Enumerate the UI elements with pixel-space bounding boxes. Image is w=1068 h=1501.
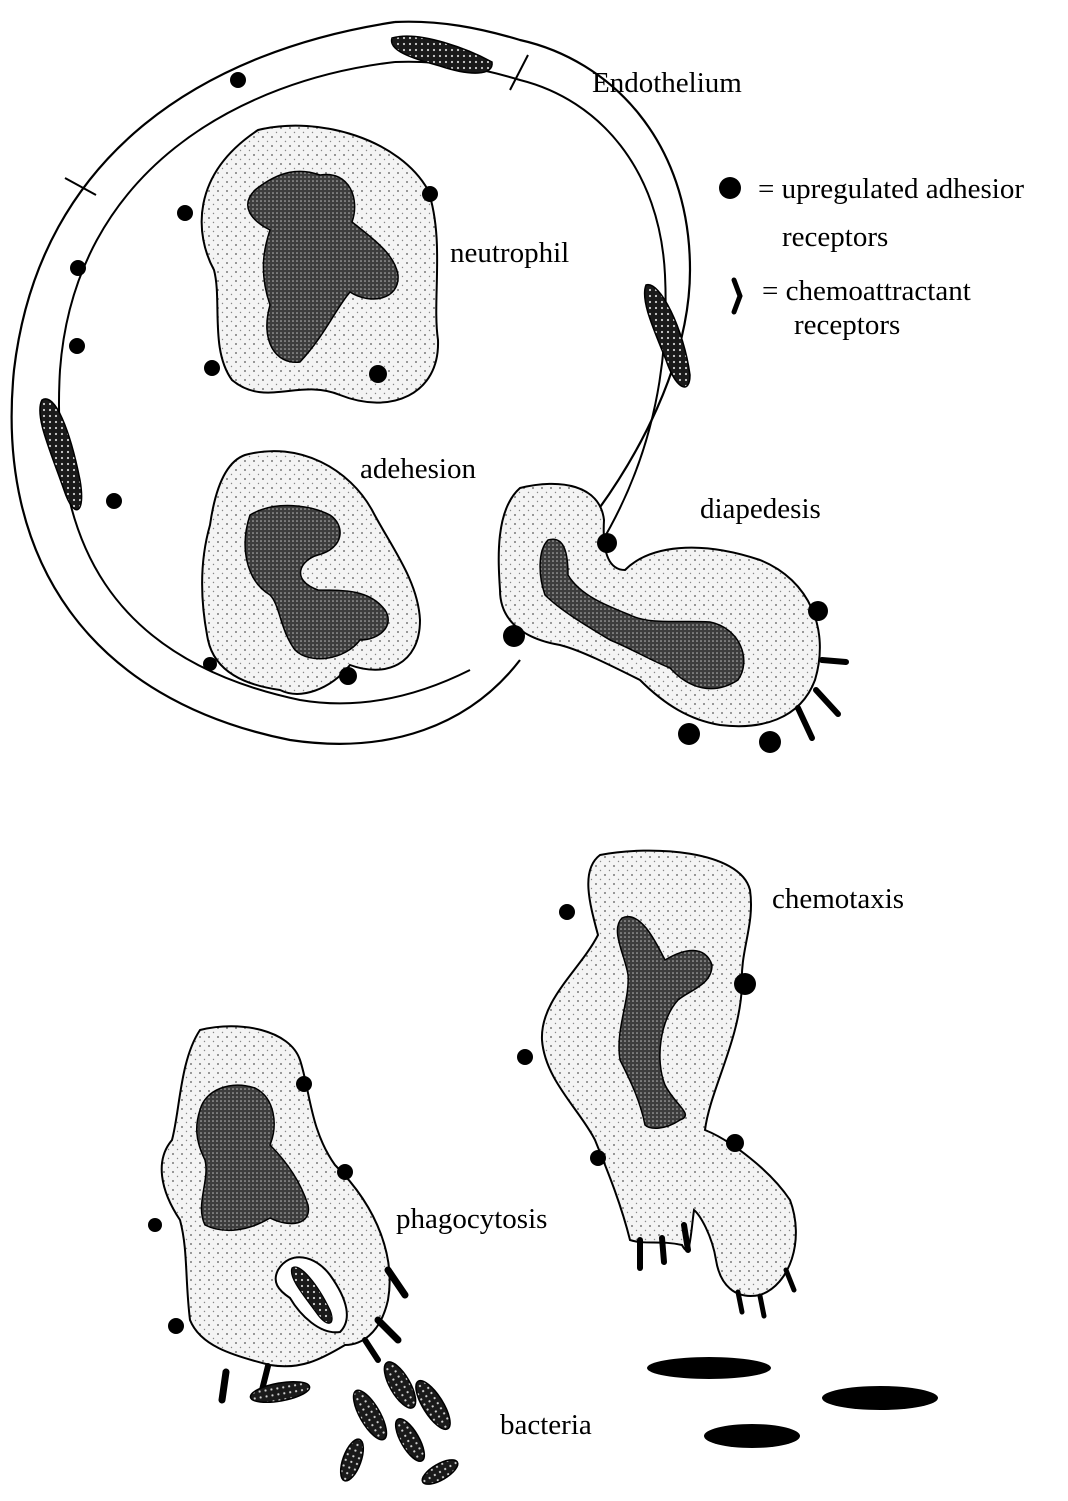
adhesion-receptor-dot xyxy=(70,260,86,276)
adhesion-receptor-dot xyxy=(148,1218,162,1232)
adhesion-receptor-dot xyxy=(230,72,246,88)
neutrophil-chemotaxis xyxy=(517,851,796,1316)
adhesion-receptor-dot xyxy=(517,1049,533,1065)
bacterium xyxy=(378,1357,421,1412)
label-adhesion: adehesion xyxy=(360,453,476,485)
endothelial-cell-nucleus xyxy=(392,36,493,73)
bacteria-cluster xyxy=(249,1357,938,1489)
neutrophil-phagocytosis xyxy=(148,1026,405,1400)
legend-adhesion-line2: receptors xyxy=(782,221,888,253)
adhesion-receptor-dot xyxy=(590,1150,606,1166)
adhesion-receptor-dot xyxy=(203,657,217,671)
chemoattractant-receptor xyxy=(222,1372,226,1400)
chemoattractant-receptor xyxy=(684,1225,688,1250)
adhesion-receptor-dot xyxy=(69,338,85,354)
legend: = upregulated adhesior receptors = chemo… xyxy=(719,173,1024,341)
label-bacteria: bacteria xyxy=(500,1409,592,1441)
chemoattractant-receptor xyxy=(378,1320,398,1340)
chemoattractant-receptor-legend-icon xyxy=(734,280,740,312)
bacterium xyxy=(419,1455,462,1489)
bacterium xyxy=(390,1415,430,1466)
adhesion-receptor-dot xyxy=(422,186,438,202)
adhesion-receptor-dot xyxy=(597,533,617,553)
adhesion-receptor-dot xyxy=(177,205,193,221)
adhesion-receptor-dot xyxy=(808,601,828,621)
chemoattractant-receptor xyxy=(760,1296,764,1316)
bacterium xyxy=(249,1378,311,1406)
endothelial-cell-junction xyxy=(510,55,528,90)
bacterium xyxy=(822,1386,938,1410)
legend-adhesion-line1: = upregulated adhesior xyxy=(758,173,1024,205)
adhesion-receptor-dot xyxy=(503,625,525,647)
chemoattractant-receptor xyxy=(816,690,838,714)
adhesion-receptor-dot xyxy=(106,493,122,509)
adhesion-receptor-dot xyxy=(734,973,756,995)
bacterium xyxy=(347,1386,392,1444)
label-chemotaxis: chemotaxis xyxy=(772,883,904,915)
adhesion-receptor-dot xyxy=(204,360,220,376)
chemoattractant-receptor xyxy=(786,1270,794,1290)
chemoattractant-receptor xyxy=(365,1340,378,1360)
adhesion-receptor-dot xyxy=(678,723,700,745)
neutrophil-adhesion xyxy=(202,451,420,694)
label-neutrophil: neutrophil xyxy=(450,237,569,269)
bacterium xyxy=(704,1424,800,1448)
endothelial-cell-nucleus xyxy=(40,399,82,510)
label-phagocytosis: phagocytosis xyxy=(396,1203,547,1235)
endothelial-cell-nucleus xyxy=(645,285,690,387)
bacterium xyxy=(410,1376,457,1434)
legend-chemo-line1: = chemoattractant xyxy=(762,275,971,307)
adhesion-receptor-dot xyxy=(559,904,575,920)
adhesion-receptor-dot xyxy=(296,1076,312,1092)
adhesion-receptor-dot xyxy=(726,1134,744,1152)
cell-body xyxy=(542,851,796,1296)
bacterium xyxy=(336,1436,368,1484)
chemoattractant-receptor xyxy=(662,1238,664,1262)
neutrophil-circulating xyxy=(202,126,438,403)
adhesion-receptor-dot xyxy=(339,667,357,685)
bacterium xyxy=(647,1357,771,1379)
chemoattractant-receptor xyxy=(798,708,812,738)
adhesion-receptor-legend-icon xyxy=(719,177,741,199)
adhesion-receptor-dot xyxy=(337,1164,353,1180)
label-diapedesis: diapedesis xyxy=(700,493,821,525)
adhesion-receptor-dot xyxy=(168,1318,184,1334)
legend-chemo-line2: receptors xyxy=(794,309,900,341)
adhesion-receptor-dot xyxy=(369,365,387,383)
adhesion-receptor-dot xyxy=(759,731,781,753)
label-endothelium: Endothelium xyxy=(592,67,742,99)
chemoattractant-receptor xyxy=(822,660,846,662)
